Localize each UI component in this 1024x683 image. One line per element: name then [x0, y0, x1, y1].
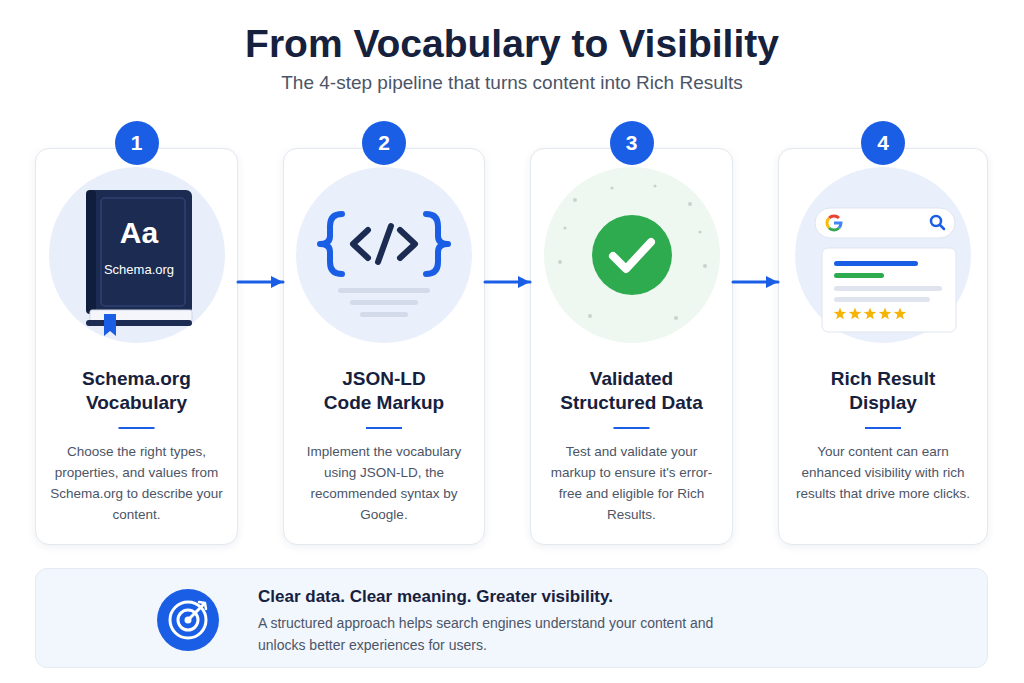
- step-card: 3Validated Structured DataTest and valid…: [530, 148, 733, 545]
- target-dart: [189, 604, 204, 619]
- code-brace: [426, 214, 448, 274]
- flow-arrow: [485, 281, 530, 284]
- sparkle-dot: [653, 184, 656, 187]
- summary-heading: Clear data. Clear meaning. Greater visib…: [258, 585, 958, 609]
- code-angle: [400, 230, 415, 258]
- step-heading: Schema.org Vocabulary: [57, 367, 217, 415]
- rating-star: [879, 308, 891, 320]
- rating-star: [864, 308, 876, 320]
- sparkle-dot: [558, 260, 562, 264]
- illustration-backdrop: [795, 167, 971, 343]
- search-magnifier-handle: [940, 225, 944, 229]
- target-dart-fletch: [199, 602, 206, 609]
- code-line: [350, 300, 418, 305]
- sparkle-dot: [674, 316, 678, 320]
- step-description: Implement the vocabulary using JSON-LD, …: [295, 441, 473, 525]
- connector-group: [238, 282, 778, 283]
- step-number: 2: [362, 121, 406, 165]
- search-logo-arc: [827, 218, 829, 228]
- sparkle-dot: [588, 314, 592, 318]
- step-heading: Rich Result Display: [813, 367, 953, 415]
- book-bookmark: [104, 314, 116, 336]
- illustration-backdrop: [544, 167, 720, 343]
- flow-arrow: [238, 281, 283, 284]
- step-card: 4Rich Result DisplayYour content can ear…: [778, 148, 988, 545]
- search-magnifier: [931, 216, 941, 226]
- code-line: [338, 288, 430, 293]
- badge-circle: [362, 121, 406, 165]
- badge-circle: [115, 121, 159, 165]
- heading-underline: [865, 427, 901, 429]
- result-text-bar: [834, 297, 930, 302]
- illustration-backdrop: [296, 167, 472, 343]
- sparkle-dot: [703, 264, 707, 268]
- book-back-cover: [86, 320, 192, 326]
- target-ring: [178, 610, 198, 630]
- check-mark: [613, 242, 651, 269]
- step-card: 2JSON-LD Code MarkupImplement the vocabu…: [283, 148, 485, 545]
- target-center: [185, 617, 192, 624]
- step-number-badge: 2: [362, 121, 406, 165]
- subtitle: The 4-step pipeline that turns content i…: [0, 71, 1024, 95]
- code-angle: [353, 230, 368, 258]
- step-description: Choose the right types, properties, and …: [48, 441, 226, 525]
- book-cover: [86, 190, 192, 314]
- step-number: 4: [861, 121, 905, 165]
- rating-star: [894, 308, 906, 320]
- target-icon-circle: [157, 589, 219, 651]
- step-number-badge: 1: [115, 121, 159, 165]
- step-number-badge: 4: [861, 121, 905, 165]
- sparkle-dot: [698, 230, 701, 233]
- search-logo-arc: [834, 223, 841, 228]
- illustration-backdrop: [49, 167, 225, 343]
- code-line: [360, 312, 408, 317]
- rating-star: [834, 308, 846, 320]
- step-number: 3: [610, 121, 654, 165]
- flow-arrow: [733, 281, 778, 284]
- step-number-badge: 3: [610, 121, 654, 165]
- summary-band: Clear data. Clear meaning. Greater visib…: [35, 568, 988, 668]
- result-url-bar: [834, 273, 884, 278]
- result-text-bar: [834, 286, 942, 291]
- heading-underline: [119, 427, 155, 429]
- book-pages: [90, 310, 192, 322]
- step-description: Test and validate your markup to ensure …: [543, 441, 721, 525]
- heading-underline: [614, 427, 650, 429]
- badge-circle: [861, 121, 905, 165]
- step-number: 1: [115, 121, 159, 165]
- result-card: [822, 248, 956, 332]
- sparkle-dot: [573, 198, 577, 202]
- step-heading: Validated Structured Data: [552, 367, 712, 415]
- badge-circle: [610, 121, 654, 165]
- code-slash: [378, 226, 391, 262]
- heading-underline: [366, 427, 402, 429]
- step-heading: JSON-LD Code Markup: [321, 367, 448, 415]
- sparkle-dot: [563, 226, 566, 229]
- summary-text: A structured approach helps search engin…: [258, 612, 716, 656]
- book-spine: [86, 190, 96, 314]
- sparkle-dot: [610, 186, 613, 189]
- step-description: Your content can earn enhanced visibilit…: [794, 441, 972, 504]
- search-logo-arc: [829, 228, 839, 230]
- search-bar: [815, 208, 955, 238]
- book-cover-frame: [101, 198, 185, 306]
- target-ring: [170, 602, 206, 638]
- rating-star: [849, 308, 861, 320]
- code-brace: [320, 214, 342, 274]
- diagram-title: From Vocabulary to Visibility: [0, 18, 1024, 70]
- check-circle: [592, 215, 672, 295]
- step-card: 1Schema.org VocabularyChoose the right t…: [35, 148, 238, 545]
- sparkle-dot: [688, 202, 692, 206]
- search-logo-arc: [829, 216, 839, 218]
- result-title-bar: [834, 261, 918, 266]
